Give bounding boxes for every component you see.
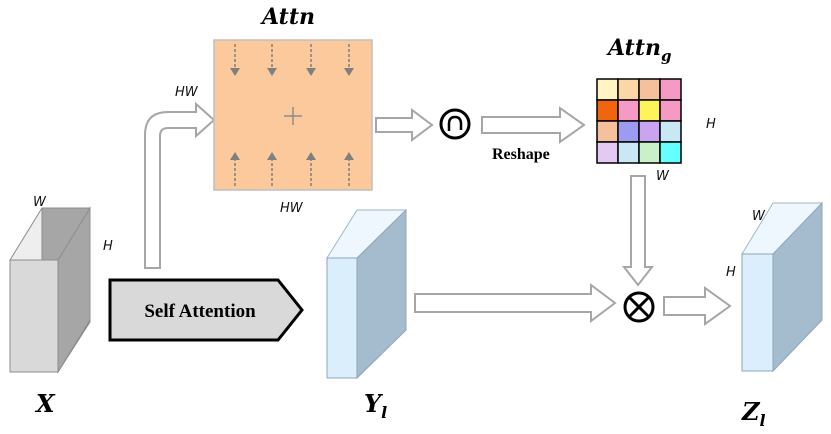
attn-g-cell <box>617 120 640 143</box>
arrow-sigmoid-to-attng <box>481 106 586 144</box>
z-height-label: H <box>726 265 736 280</box>
attn-g-cell <box>617 141 640 164</box>
attn-g-cell <box>638 99 661 122</box>
attn-g-title-base: Attn <box>606 35 661 61</box>
x-block-front <box>9 259 59 373</box>
x-width-label: W <box>33 195 47 210</box>
attn-down-arrows <box>230 44 354 76</box>
output-z-block <box>741 201 823 373</box>
attn-title: Attn <box>260 4 315 30</box>
y-label: Yl <box>364 389 387 422</box>
z-label-base: Z <box>741 397 761 426</box>
x-height-label: H <box>103 239 113 254</box>
sigmoid-icon <box>439 108 471 140</box>
attn-g-title-sub: g <box>661 47 672 65</box>
attn-plus-icon <box>284 107 302 125</box>
attn-g-cell <box>638 78 661 101</box>
x-label: X <box>34 389 56 418</box>
attn-g-title: Attng <box>606 35 672 65</box>
attn-g-cell <box>596 78 619 101</box>
attn-hw-bottom-label: HW <box>280 201 304 216</box>
z-width-label: W <box>752 209 766 224</box>
attn-g-height-label: H <box>706 117 716 132</box>
y-label-base: Y <box>364 389 384 418</box>
attn-up-arrows <box>230 152 354 186</box>
attn-g-cell <box>617 99 640 122</box>
attn-g-cell <box>596 141 619 164</box>
output-y-block <box>326 208 407 380</box>
input-x-block <box>9 206 91 374</box>
arrow-y-to-multiply <box>414 283 617 323</box>
y-block-front <box>326 257 358 379</box>
self-attention-block <box>108 278 304 342</box>
bent-arrow-to-attn <box>144 101 216 269</box>
attn-g-grid <box>596 78 682 164</box>
attn-g-cell <box>659 120 682 143</box>
attn-g-cell <box>659 78 682 101</box>
attn-g-cell <box>638 120 661 143</box>
y-label-sub: l <box>381 403 387 422</box>
multiply-icon <box>623 291 655 323</box>
self-attention-label: Self Attention <box>144 301 256 322</box>
z-block-front <box>741 253 774 372</box>
attn-g-cell <box>596 99 619 122</box>
attn-g-cell <box>659 141 682 164</box>
arrow-attng-to-multiply <box>621 175 655 287</box>
reshape-label: Reshape <box>492 146 550 163</box>
arrow-multiply-to-z <box>663 286 732 326</box>
attn-g-width-label: W <box>656 169 670 184</box>
attn-g-cell <box>638 141 661 164</box>
attn-hw-left-label: HW <box>175 85 199 100</box>
attn-g-cell <box>596 120 619 143</box>
z-label: Zl <box>741 397 766 430</box>
attn-g-cell <box>659 99 682 122</box>
arrow-attn-to-sigmoid <box>375 108 434 142</box>
z-label-sub: l <box>760 411 766 430</box>
attn-g-cell <box>617 78 640 101</box>
